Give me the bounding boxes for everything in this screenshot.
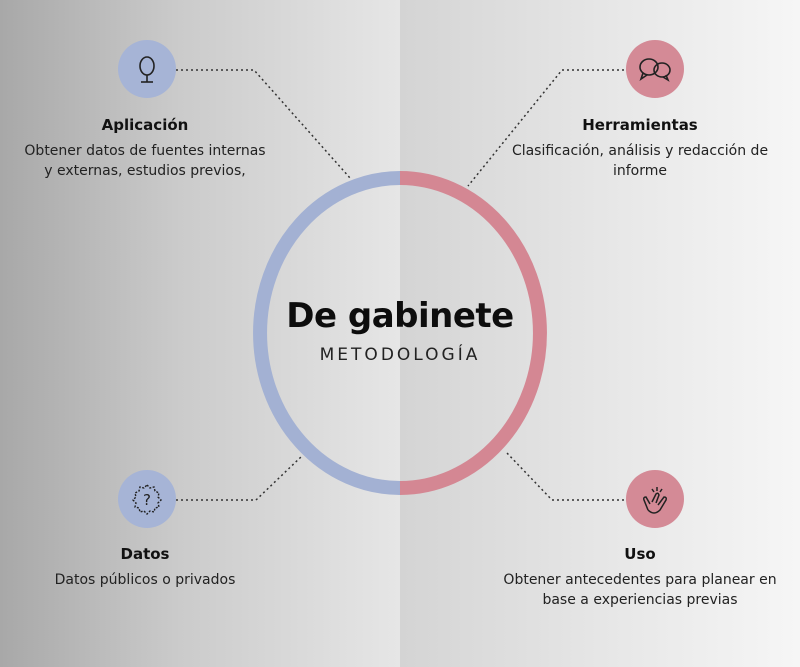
chat-bubbles-icon	[626, 40, 684, 98]
ring-left-blue	[253, 171, 401, 495]
connector-uso	[505, 451, 624, 501]
item-text-aplicacion: Obtener datos de fuentes internas y exte…	[24, 143, 266, 179]
center-title: De gabinete	[286, 296, 514, 336]
item-title-datos: Datos	[120, 545, 170, 563]
item-text-datos: Datos públicos o privados	[54, 572, 236, 588]
clapping-hands-icon	[626, 470, 684, 528]
background-left	[0, 0, 400, 667]
connector-herramientas	[467, 69, 624, 187]
item-title-herramientas: Herramientas	[582, 116, 698, 134]
microphone-icon	[118, 40, 176, 98]
center-subtitle: METODOLOGÍA	[319, 345, 481, 365]
item-text-uso: Obtener antecedentes para planear en bas…	[503, 572, 777, 608]
item-text-herramientas: Clasificación, análisis y redacción de i…	[511, 143, 769, 179]
connector-aplicacion	[176, 69, 351, 179]
background-right	[400, 0, 800, 667]
item-title-uso: Uso	[624, 545, 656, 563]
svg-text:?: ?	[143, 491, 151, 509]
connector-datos	[176, 455, 303, 501]
item-title-aplicacion: Aplicación	[101, 116, 189, 134]
question-badge-icon: ?	[118, 470, 176, 528]
ring-right-pink	[399, 171, 547, 495]
